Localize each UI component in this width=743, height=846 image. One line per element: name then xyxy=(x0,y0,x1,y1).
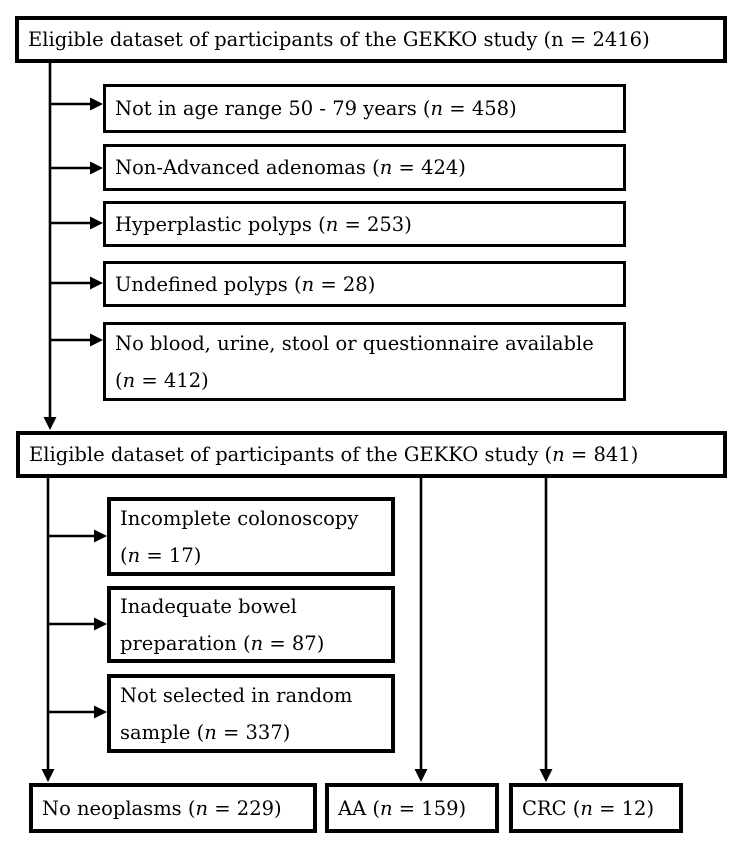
box-exclusion-hyperplastic-polyps: Hyperplastic polyps (n = 253) xyxy=(103,201,626,247)
label-text: = 412) xyxy=(135,368,209,392)
arrowhead-age-range xyxy=(90,97,103,111)
arrowhead-no-neoplasms xyxy=(41,769,55,782)
label-text: = 12) xyxy=(592,796,655,820)
label-text: = 337) xyxy=(216,720,291,744)
n-symbol: n xyxy=(195,796,209,820)
label-text: ( xyxy=(120,543,128,567)
arrowhead-no-samples xyxy=(90,333,103,347)
label-text: = 253) xyxy=(338,212,412,236)
box-label-line2: (n = 17) xyxy=(111,537,391,574)
label-text: No neoplasms ( xyxy=(42,796,196,820)
arrowhead-crc xyxy=(539,769,553,782)
box-label: Eligible dataset of participants of the … xyxy=(19,21,723,58)
label-text: Not in age range 50 - 79 years ( xyxy=(115,97,431,120)
n-symbol: n xyxy=(430,97,444,120)
box-outcome-crc: CRC (n = 12) xyxy=(509,783,683,833)
n-symbol: n xyxy=(127,543,141,567)
n-symbol: n xyxy=(122,368,136,392)
label-text: preparation ( xyxy=(120,631,251,655)
label-text: Hyperplastic polyps ( xyxy=(115,212,326,236)
box-outcome-no-neoplasms: No neoplasms (n = 229) xyxy=(29,783,317,833)
label-text: = 458) xyxy=(443,97,517,120)
box-exclusion-incomplete-colonoscopy: Incomplete colonoscopy (n = 17) xyxy=(107,497,395,576)
box-exclusion-undefined-polyps: Undefined polyps (n = 28) xyxy=(103,261,626,307)
label-text: = 159) xyxy=(392,796,467,820)
label-text: = 841) xyxy=(564,443,639,466)
arrowhead-incomplete xyxy=(94,529,107,543)
label-text: Incomplete colonoscopy xyxy=(120,506,359,530)
n-symbol: n xyxy=(204,720,217,744)
box-label: CRC (n = 12) xyxy=(513,790,679,827)
arrowhead-hyperplastic xyxy=(90,216,103,230)
label-text: AA ( xyxy=(338,796,380,820)
n-symbol: n xyxy=(250,631,264,655)
n-symbol: n xyxy=(325,212,339,236)
box-label-line1: Not selected in random xyxy=(111,677,391,714)
n-symbol: n xyxy=(379,796,393,820)
box-label: Non-Advanced adenomas (n = 424) xyxy=(106,149,623,186)
box-label-line1: Inadequate bowel xyxy=(111,588,391,625)
box-label-line2: sample (n = 337) xyxy=(111,714,391,751)
label-text: No blood, urine, stool or questionnaire … xyxy=(115,331,594,355)
label-text: = 424) xyxy=(392,156,466,179)
label-text: Undefined polyps ( xyxy=(115,272,302,296)
box-label: No neoplasms (n = 229) xyxy=(33,790,313,827)
box-outcome-aa: AA (n = 159) xyxy=(325,783,499,833)
arrowhead-down-stage1 xyxy=(43,417,57,430)
box-label: Hyperplastic polyps (n = 253) xyxy=(106,206,623,243)
box-exclusion-non-advanced-adenomas: Non-Advanced adenomas (n = 424) xyxy=(103,144,626,191)
label-text: Eligible dataset of participants of the … xyxy=(29,443,553,466)
n-symbol: n xyxy=(379,156,393,179)
box-label-line2: (n = 412) xyxy=(106,362,623,399)
arrowhead-non-advanced xyxy=(90,161,103,175)
box-eligible-dataset-initial: Eligible dataset of participants of the … xyxy=(15,16,727,63)
arrowhead-bowel-prep xyxy=(94,617,107,631)
label-text: ( xyxy=(115,368,123,392)
arrowhead-aa xyxy=(414,769,428,782)
label-text: Eligible dataset of participants of the … xyxy=(28,28,650,51)
box-exclusion-inadequate-bowel-preparation: Inadequate bowel preparation (n = 87) xyxy=(107,586,395,663)
label-text: = 87) xyxy=(263,631,325,655)
box-label: Eligible dataset of participants of the … xyxy=(20,436,723,473)
label-text: sample ( xyxy=(120,720,205,744)
label-text: CRC ( xyxy=(522,796,581,820)
label-text: Non-Advanced adenomas ( xyxy=(115,156,380,179)
box-label: AA (n = 159) xyxy=(329,790,495,827)
label-text: = 17) xyxy=(140,543,202,567)
box-exclusion-no-samples-available: No blood, urine, stool or questionnaire … xyxy=(103,322,626,401)
box-exclusion-age-range: Not in age range 50 - 79 years (n = 458) xyxy=(103,84,626,133)
n-symbol: n xyxy=(580,796,593,820)
box-eligible-dataset-final: Eligible dataset of participants of the … xyxy=(16,431,727,478)
box-label-line1: Incomplete colonoscopy xyxy=(111,500,391,537)
box-label: Not in age range 50 - 79 years (n = 458) xyxy=(106,90,623,127)
box-label-line2: preparation (n = 87) xyxy=(111,625,391,662)
label-text: = 229) xyxy=(208,796,282,820)
arrowhead-undefined xyxy=(90,276,103,290)
arrowhead-random-sample xyxy=(94,705,107,719)
label-text: = 28) xyxy=(314,272,376,296)
label-text: Not selected in random xyxy=(120,683,353,707)
box-label: Undefined polyps (n = 28) xyxy=(106,266,623,303)
n-symbol: n xyxy=(552,443,565,466)
n-symbol: n xyxy=(301,272,315,296)
label-text: Inadequate bowel xyxy=(120,594,297,618)
box-exclusion-not-in-random-sample: Not selected in random sample (n = 337) xyxy=(107,674,395,753)
box-label-line1: No blood, urine, stool or questionnaire … xyxy=(106,325,623,362)
